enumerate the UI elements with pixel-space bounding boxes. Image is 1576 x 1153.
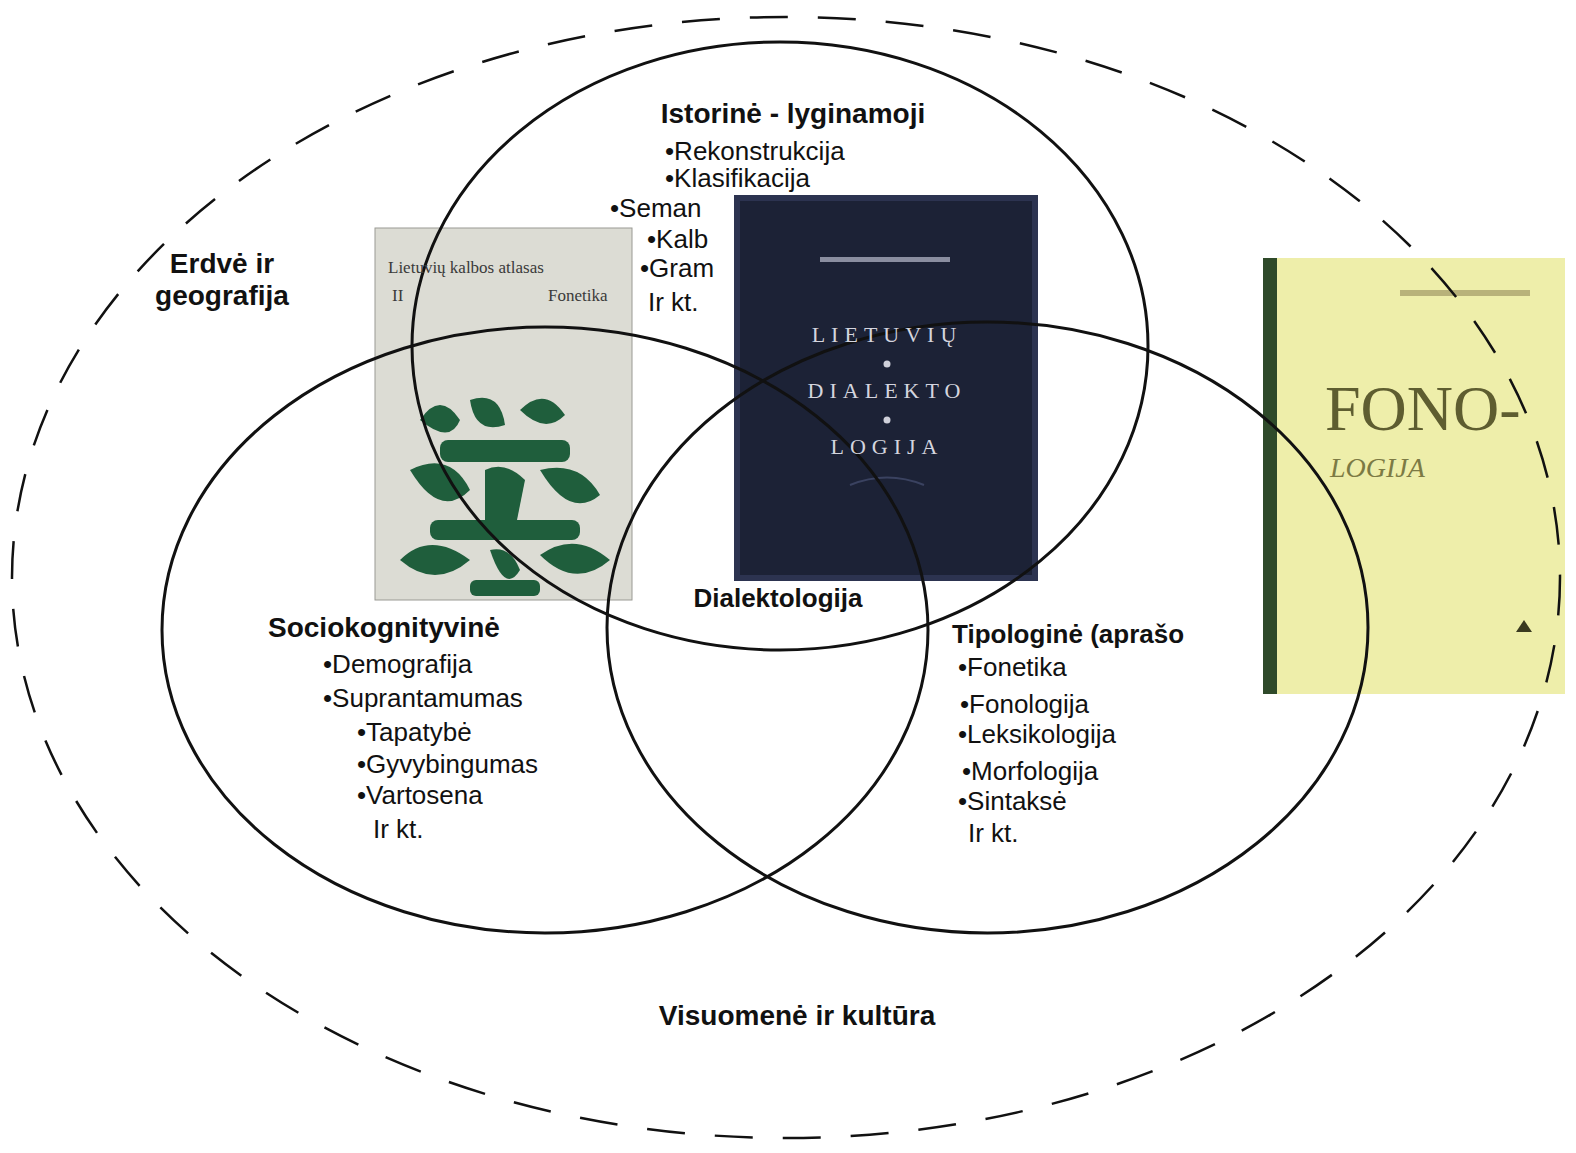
book-title: LOGIJA — [831, 434, 944, 459]
circle-line — [162, 327, 928, 933]
list-item: •Leksikologija — [958, 720, 1116, 750]
list-item: Ir kt. — [648, 288, 699, 318]
list-item: •Rekonstrukcija — [665, 137, 845, 167]
list-item: •Tapatybė — [357, 718, 472, 748]
book-title: LIETUVIŲ — [812, 322, 963, 347]
region-label: Erdvė ir geografija — [122, 248, 322, 312]
book-volume: II — [392, 286, 403, 306]
circle-heading: Istorinė - lyginamoji — [661, 98, 925, 130]
venn-circle: Istorinė - lyginamoji •Rekonstrukcija•Kla… — [410, 40, 1150, 652]
center-label: Dialektologija — [693, 584, 862, 614]
list-item: •Seman — [610, 194, 701, 224]
book-title: Lietuvių kalbos atlasas — [388, 258, 544, 278]
venn-circle: Tipologinė (aprašo•Fonetika •Fonologija•L… — [605, 320, 1370, 935]
dashed-outline — [12, 17, 1560, 1138]
book-title: LOGIJA — [1330, 452, 1425, 484]
list-item: •Gram — [640, 254, 714, 284]
venn-circle: Sociokognityvinė •Demografija •Suprantamum… — [160, 325, 930, 935]
circle-heading: Tipologinė (aprašo — [952, 620, 1184, 650]
list-item: •Suprantamumas — [323, 684, 523, 714]
list-item: Ir kt. — [968, 819, 1019, 849]
circle-line — [607, 322, 1368, 933]
region-label: Visuomenė ir kultūra — [659, 1000, 935, 1032]
list-item: Ir kt. — [373, 815, 424, 845]
list-item: •Vartosena — [357, 781, 483, 811]
list-item: •Fonologija — [960, 690, 1089, 720]
list-item: •Sintaksė — [958, 787, 1067, 817]
circle-heading: Sociokognityvinė — [268, 612, 500, 644]
book-title: FONO- — [1325, 372, 1521, 446]
list-item: •Demografija — [323, 650, 472, 680]
list-item: •Klasifikacija — [665, 164, 810, 194]
list-item: •Fonetika — [958, 653, 1067, 683]
region-ellipse: Erdvė ir geografijaVisuomenė ir kultūra I… — [10, 15, 1562, 1140]
list-item: •Gyvybingumas — [357, 750, 538, 780]
list-item: •Kalb — [647, 225, 708, 255]
dialectology-cover — [737, 198, 1035, 578]
circle-outline — [410, 40, 1150, 652]
book-subtitle: Fonetika — [548, 286, 608, 306]
atlas-cover — [375, 228, 632, 600]
phonology-cover — [1263, 258, 1565, 694]
circle-line — [412, 42, 1148, 650]
book-title: DIALEKTO — [808, 378, 967, 403]
list-item: •Morfologija — [962, 757, 1098, 787]
